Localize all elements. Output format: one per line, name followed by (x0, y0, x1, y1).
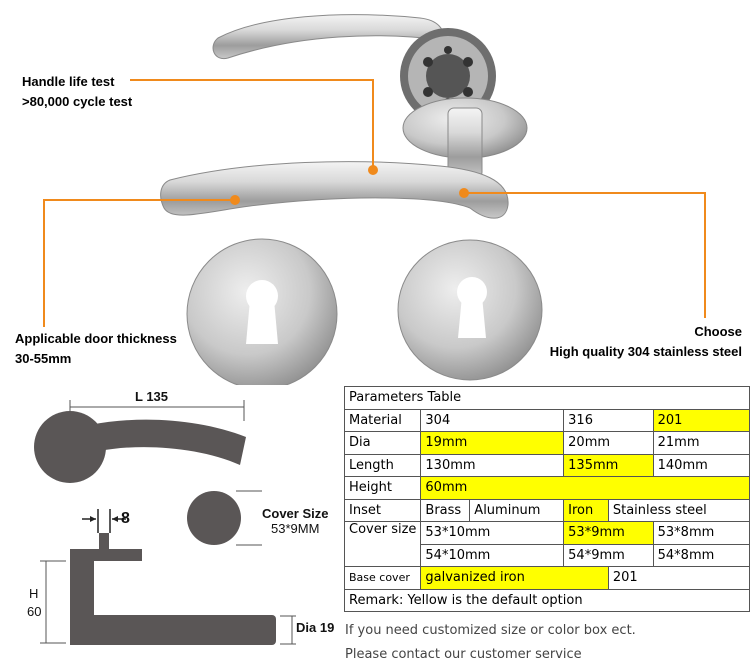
material-callout: Choose High quality 304 stainless steel (550, 322, 742, 362)
table-cell: 316 (563, 408, 654, 432)
cover-size-title: Cover Size (262, 506, 329, 521)
table-row: Cover size 53*10mm 53*9mm 53*8mm (343, 521, 750, 567)
product-photo (43, 14, 706, 385)
table-cell: 54*9mm (563, 543, 654, 567)
table-cell: 20mm (563, 431, 654, 455)
cover-size-value: 53*9MM (271, 521, 320, 536)
table-cell: Brass (420, 498, 471, 522)
table-title-row: Parameters Table (344, 386, 750, 410)
cover-circle (187, 491, 241, 545)
cover-size-label: Cover Size 53*9MM (262, 506, 328, 536)
table-title: Parameters Table (344, 386, 750, 410)
row-label: Base cover (343, 566, 422, 590)
table-cell-default: galvanized iron (420, 566, 609, 590)
table-cell: 53*8mm (652, 521, 750, 545)
height-letter: H (29, 586, 39, 601)
table-row: Dia 19mm 20mm 21mm (343, 431, 750, 455)
customization-note: If you need customized size or color box… (345, 623, 636, 638)
side-profile-shape (70, 533, 276, 645)
table-row: Base cover galvanized iron 201 (343, 566, 750, 590)
row-label: Dia (343, 431, 422, 455)
table-cell: 130mm (420, 453, 565, 477)
table-cell: 54*8mm (652, 543, 750, 567)
width-dimension-label: 8 (121, 510, 130, 527)
row-label: Height (343, 476, 422, 500)
table-remark-row: Remark: Yellow is the default option (344, 588, 750, 612)
door-thickness-title: Applicable door thickness (15, 331, 177, 346)
height-value: 60 (27, 604, 42, 619)
table-cell: 21mm (652, 431, 750, 455)
handle-life-callout: Handle life test >80,000 cycle test (22, 72, 132, 112)
table-cell: 54*10mm (420, 543, 565, 567)
table-cell-default: Iron (563, 498, 609, 522)
front-handle-lever (160, 161, 509, 219)
handle-life-title: Handle life test (22, 74, 115, 89)
parameters-table: Parameters Table Material 304 316 201 Di… (343, 386, 750, 612)
row-label: Material (343, 408, 422, 432)
table-cell: 140mm (652, 453, 750, 477)
dimension-drawing (34, 400, 296, 645)
material-detail: High quality 304 stainless steel (549, 344, 742, 359)
table-cell: 53*10mm (420, 521, 565, 545)
table-row: Inset Brass Aluminum Iron Stainless stee… (343, 498, 750, 522)
callout-lines (43, 79, 706, 327)
table-row: 54*10mm 54*9mm 54*8mm (345, 543, 750, 567)
length-dimension-label: L 135 (135, 389, 169, 404)
door-thickness-detail: 30-55mm (15, 351, 72, 366)
table-cell: Stainless steel (607, 498, 750, 522)
door-thickness-callout: Applicable door thickness 30-55mm (15, 329, 177, 369)
row-label: Cover size (343, 521, 422, 567)
table-row: Height 60mm (343, 476, 750, 500)
table-cell: 201 (607, 566, 750, 590)
table-row: Length 130mm 135mm 140mm (343, 453, 750, 477)
table-cell-default: 135mm (563, 453, 654, 477)
table-cell: Aluminum (469, 498, 565, 522)
table-row: Material 304 316 201 (343, 408, 750, 432)
table-cell: 304 (420, 408, 565, 432)
table-cell-default: 53*9mm (563, 521, 654, 545)
row-label: Inset (343, 498, 422, 522)
callout-dots (230, 165, 469, 205)
contact-note: Please contact our customer service (345, 647, 582, 662)
handle-life-detail: >80,000 cycle test (22, 94, 133, 109)
row-label: Length (343, 453, 422, 477)
material-title: Choose (694, 324, 742, 339)
table-remark: Remark: Yellow is the default option (344, 588, 750, 612)
table-cell-default: 19mm (420, 431, 565, 455)
lever-shape (34, 411, 246, 483)
table-cell-default: 60mm (420, 476, 750, 500)
dia-label: Dia 19 (296, 620, 335, 635)
table-cell-default: 201 (652, 408, 750, 432)
